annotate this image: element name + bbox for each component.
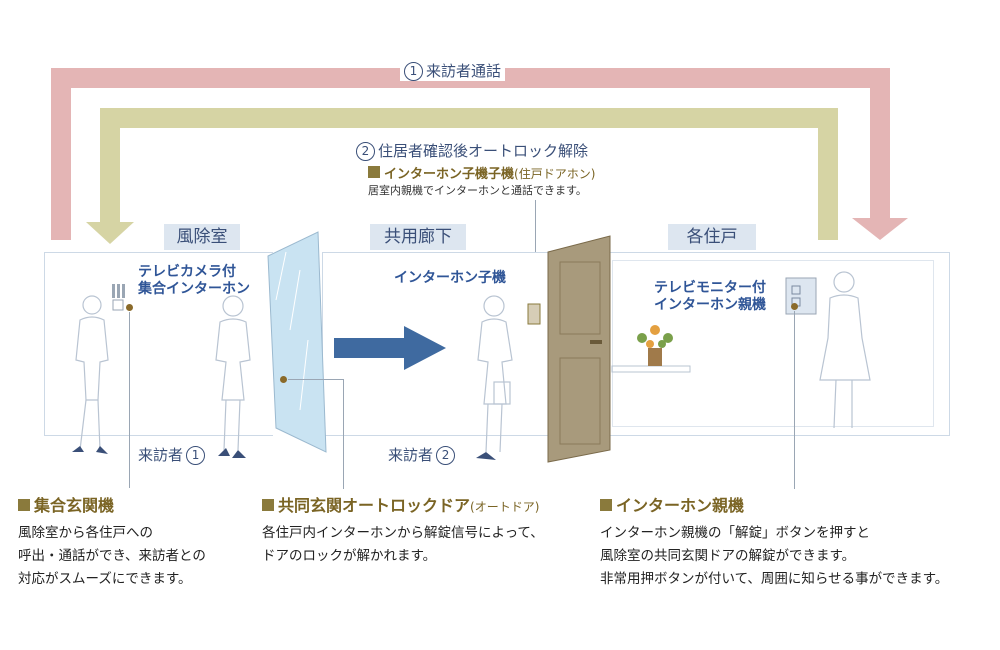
front-door-icon: [547, 235, 611, 463]
marker-auto-door: [280, 376, 287, 383]
room-label-rouka: 共用廊下: [370, 224, 466, 250]
shoe-2: [96, 446, 108, 454]
note-3-desc: インターホン親機の「解錠」ボタンを押すと 風除室の共同玄関ドアの解錠ができます。…: [600, 525, 949, 587]
leader-entrance: [129, 312, 130, 488]
entry-flow-arrow: [334, 326, 446, 370]
visitor-1-number: 1: [186, 446, 206, 465]
resident-figure: [819, 271, 871, 429]
leader-master: [794, 311, 795, 489]
note-1-desc: 風除室から各住戸への 呼出・通話ができ、来訪者との 対応がスムーズにできます。: [18, 525, 206, 587]
note-2-desc: 各住戸内インターホンから解錠信号によって、 ドアのロックが解かれます。: [262, 525, 544, 564]
gold-square-icon: [600, 499, 612, 511]
visitor-figure-1: [215, 295, 251, 451]
door-intercom-icon: [527, 303, 541, 325]
visitor-2-number: 2: [436, 446, 456, 465]
room-jyuuko-inner: [612, 260, 934, 427]
shoe-5: [476, 452, 496, 460]
top-note-title: インターホン子機子機(住戸ドアホン): [368, 163, 595, 182]
room-label-jyuuko: 各住戸: [668, 224, 756, 250]
leader-auto-door-h: [288, 379, 344, 380]
shoe-4: [232, 450, 246, 458]
step2-arrowhead: [86, 222, 134, 244]
top-note-desc: 居室内親機でインターホンと通話できます。: [368, 184, 587, 197]
shoe-3: [218, 448, 230, 456]
step2-number: 2: [356, 142, 375, 161]
master-intercom-icon: [785, 277, 817, 315]
visitor-figure-left: [75, 295, 109, 451]
note-2-title: 共同玄関オートロックドア(オートドア): [262, 492, 539, 516]
glass-auto-door: [267, 231, 327, 453]
entrance-intercom-panel-icon: [112, 284, 125, 311]
step1-number: 1: [404, 62, 423, 81]
note-1-title: 集合玄関機: [18, 492, 114, 516]
step1-arrowhead: [852, 218, 908, 240]
gold-square-icon: [368, 166, 380, 178]
leader-auto-door-v: [343, 379, 344, 489]
room-label-fuujoshitsu: 風除室: [164, 224, 240, 250]
visitor-figure-2: [477, 295, 513, 453]
tv-monitor-label: テレビモニター付 インターホン親機: [654, 280, 766, 313]
room-fuujoshitsu-box: [44, 252, 273, 436]
marker-master: [791, 303, 798, 310]
note-3-title: インターホン親機: [600, 492, 744, 516]
intercom-sub-label: インターホン子機: [394, 270, 506, 286]
marker-entrance: [126, 304, 133, 311]
gold-square-icon: [262, 499, 274, 511]
gold-square-icon: [18, 499, 30, 511]
tv-camera-label: テレビカメラ付 集合インターホン: [138, 264, 250, 297]
step2-arrow: [100, 108, 838, 240]
plant-icon: [611, 325, 691, 373]
shoe-1: [72, 446, 84, 452]
